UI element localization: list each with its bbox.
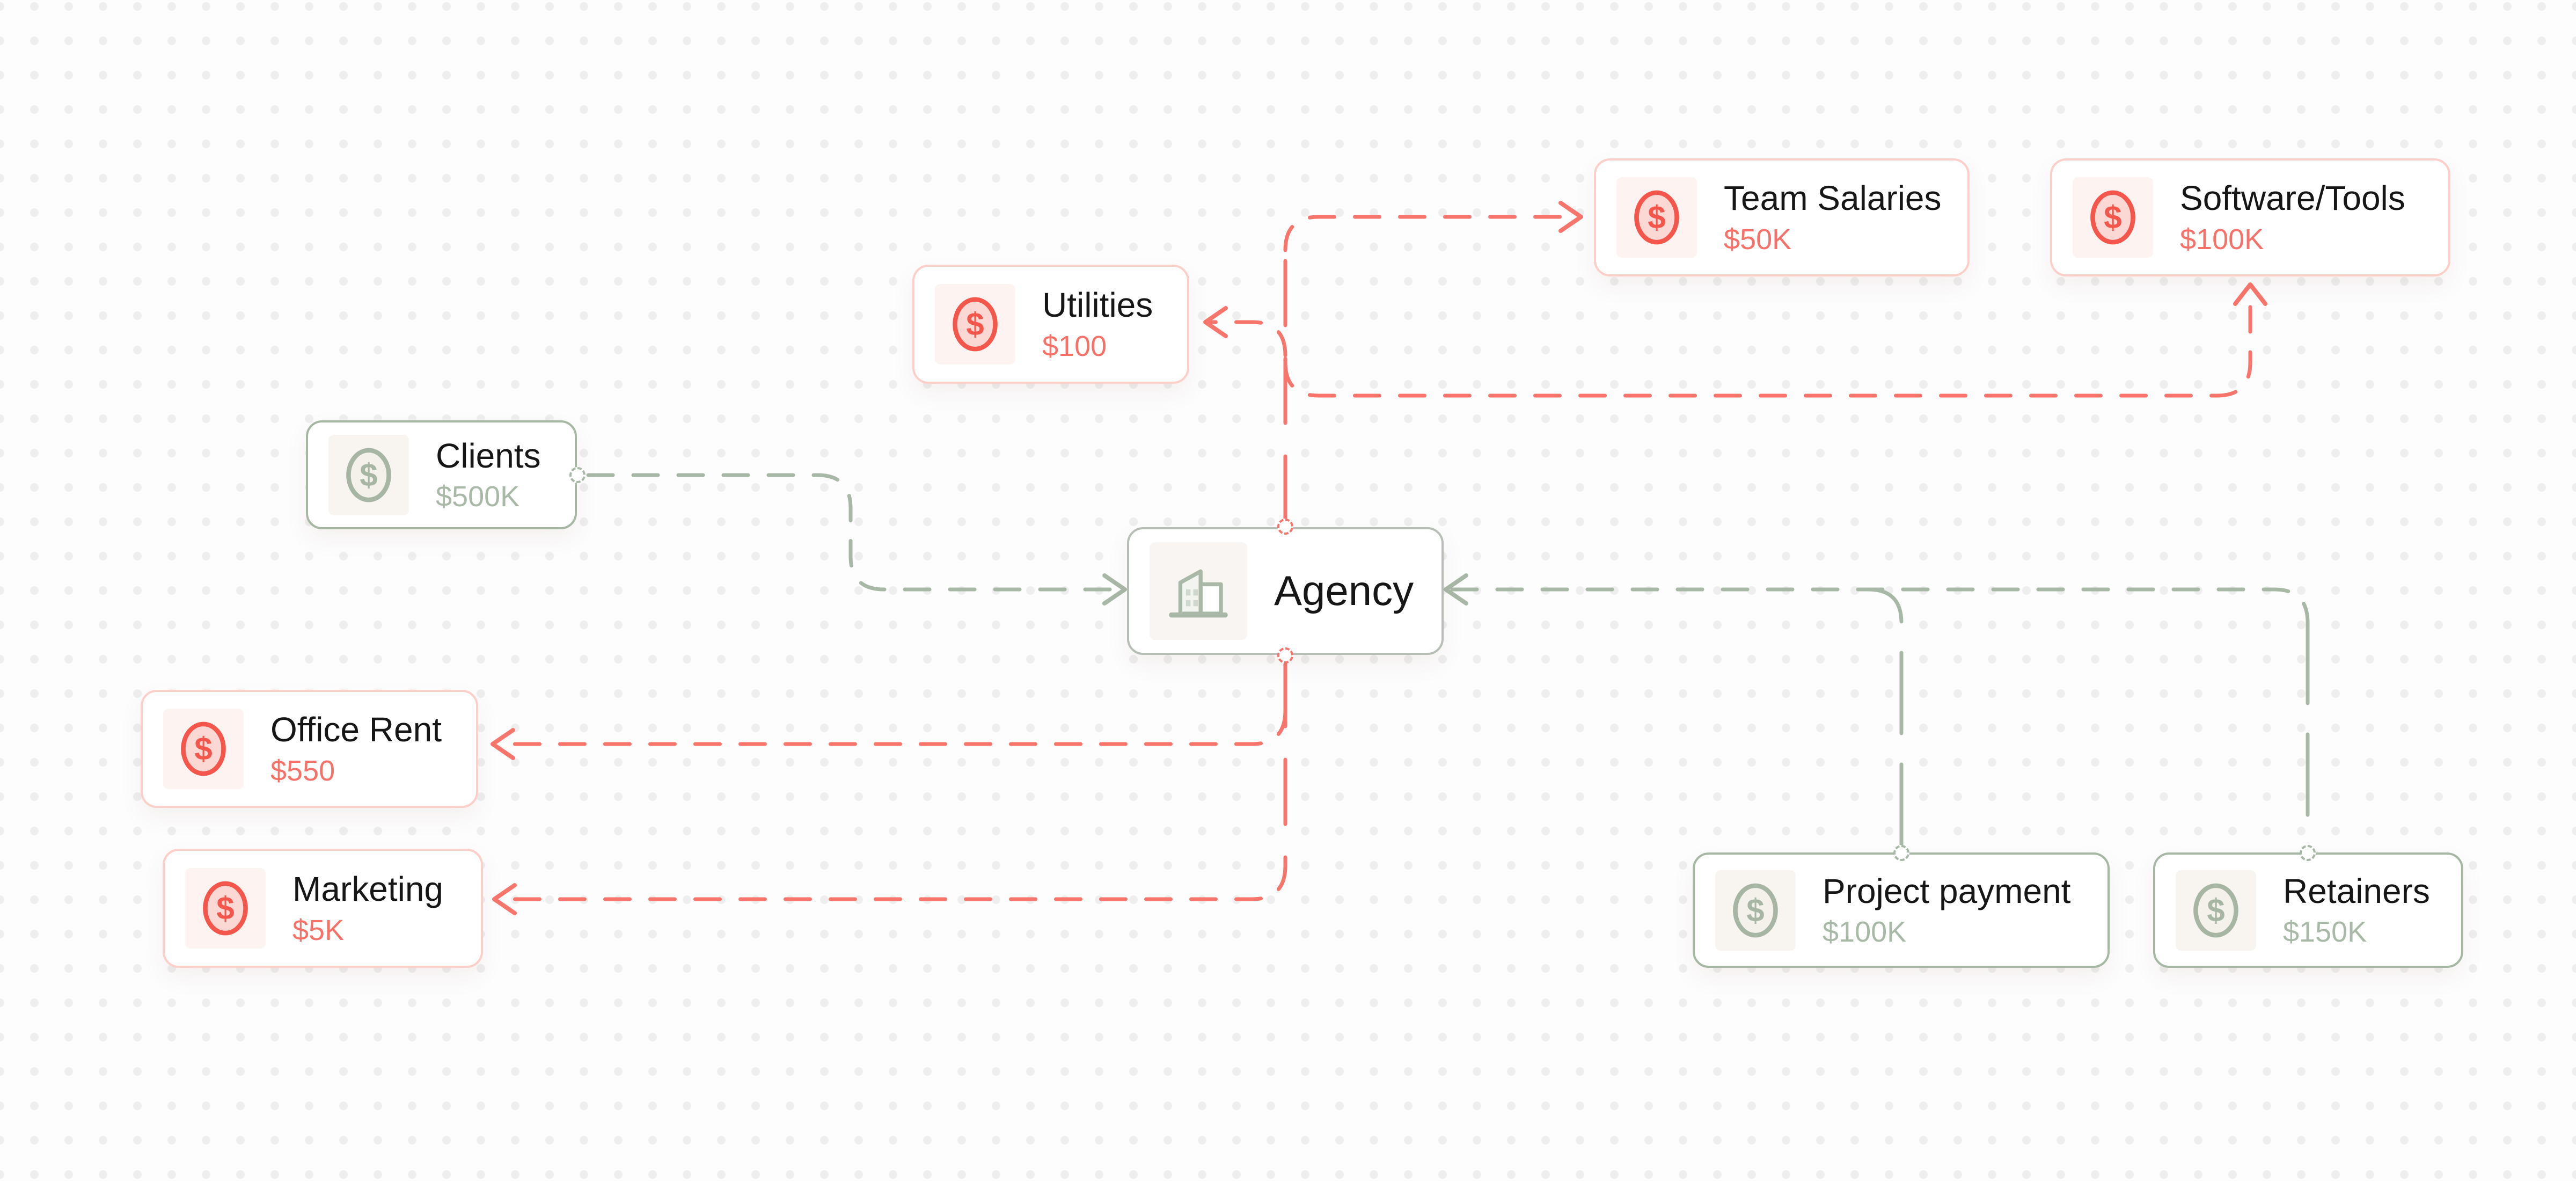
edge-clients-agency[interactable] [586, 473, 1121, 592]
node-label: Retainers [2283, 871, 2430, 910]
node-value: $5K [292, 914, 345, 946]
dollar-icon: $ [1715, 870, 1796, 951]
node-office-rent[interactable]: $ Office Rent $550 [141, 690, 478, 808]
arrowhead-utilities [1203, 306, 1228, 338]
svg-text:$: $ [1648, 199, 1665, 235]
node-value: $550 [270, 754, 335, 787]
dollar-icon: $ [163, 709, 244, 789]
building-icon [1150, 542, 1247, 640]
edge-income-horizontal[interactable] [1450, 587, 2310, 625]
port-agency-bottom[interactable] [1277, 647, 1293, 664]
arrowhead-marketing [492, 883, 517, 915]
dollar-icon: $ [185, 868, 266, 949]
node-utilities[interactable]: $ Utilities $100 [912, 265, 1189, 384]
node-clients[interactable]: $ Clients $500K [306, 420, 577, 529]
dollar-icon: $ [2073, 177, 2153, 258]
node-value: $150K [2283, 916, 2367, 949]
dollar-icon: $ [328, 434, 409, 515]
node-label: Marketing [292, 870, 443, 909]
edge-agency-team-salaries[interactable] [1283, 215, 1578, 252]
node-agency[interactable]: Agency [1127, 527, 1444, 655]
svg-text:$: $ [2207, 892, 2224, 928]
svg-text:$: $ [194, 731, 212, 767]
node-label: Software/Tools [2180, 179, 2405, 218]
node-value: $100 [1042, 330, 1107, 362]
svg-text:$: $ [216, 890, 234, 926]
node-label: Clients [436, 436, 541, 475]
port-clients-right[interactable] [569, 467, 586, 483]
edge-agency-utilities[interactable] [1209, 320, 1287, 358]
svg-text:$: $ [2104, 199, 2121, 235]
node-software-tools[interactable]: $ Software/Tools $100K [2050, 158, 2450, 276]
svg-text:$: $ [966, 306, 984, 342]
node-label: Project payment [1823, 871, 2071, 910]
arrowhead-agency-left [1102, 573, 1127, 606]
arrowhead-software-tools [2233, 282, 2267, 306]
svg-text:$: $ [360, 457, 377, 493]
node-label: Utilities [1042, 286, 1153, 325]
node-marketing[interactable]: $ Marketing $5K [163, 849, 483, 968]
node-retainers[interactable]: $ Retainers $150K [2153, 852, 2463, 968]
port-retainers-top[interactable] [2300, 845, 2316, 861]
node-label: Agency [1274, 567, 1414, 615]
node-team-salaries[interactable]: $ Team Salaries $50K [1594, 158, 1970, 276]
edge-agency-software-tools[interactable] [1283, 289, 2252, 398]
arrowhead-agency-right [1444, 573, 1468, 606]
dollar-icon: $ [1616, 177, 1697, 258]
node-label: Office Rent [270, 710, 442, 749]
edge-agency-office-rent[interactable] [496, 709, 1287, 746]
svg-text:$: $ [1746, 892, 1764, 928]
port-agency-top[interactable] [1277, 519, 1293, 535]
dollar-icon: $ [2176, 870, 2256, 951]
node-value: $50K [1724, 223, 1792, 256]
node-value: $100K [1823, 916, 1907, 949]
node-label: Team Salaries [1724, 179, 1942, 218]
arrowhead-team-salaries [1558, 201, 1583, 233]
edge-agency-marketing[interactable] [497, 864, 1287, 901]
node-value: $100K [2180, 223, 2264, 256]
node-value: $500K [436, 480, 520, 513]
dollar-icon: $ [935, 284, 1015, 364]
node-project-payment[interactable]: $ Project payment $100K [1693, 852, 2110, 968]
edge-project-payment-agency[interactable] [1866, 587, 1904, 847]
port-project-payment-top[interactable] [1893, 845, 1909, 861]
arrowhead-office-rent [491, 728, 515, 760]
